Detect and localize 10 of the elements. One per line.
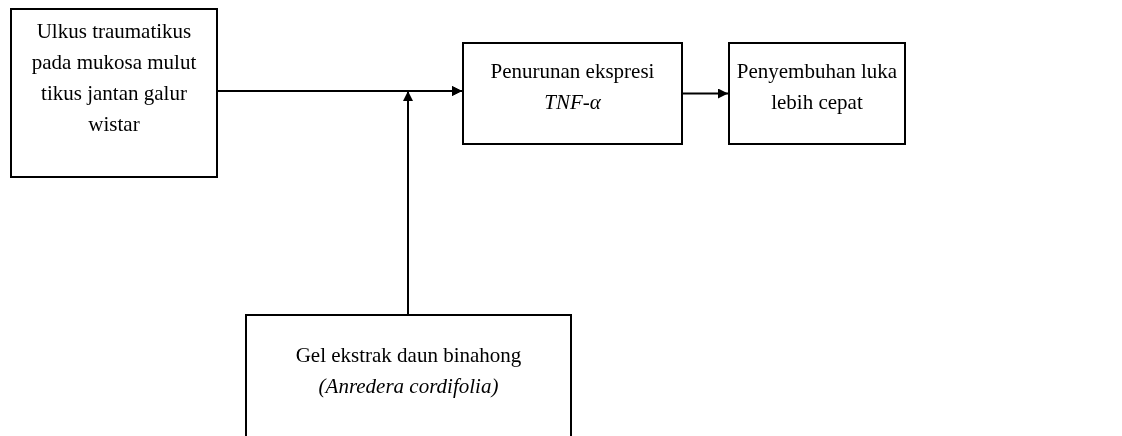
box-label: Ulkus traumatikus pada mukosa mulut tikus jantan galur wistar — [30, 18, 198, 138]
box-label: Penyembuhan luka lebih cepat — [736, 58, 898, 116]
box-label: Gel ekstrak daun binahong (Anredera cordifolia) — [294, 342, 523, 400]
process-box — [10, 8, 218, 178]
process-box — [728, 42, 906, 145]
arrow — [682, 88, 729, 99]
box-label: Penurunan ekspresi TNF-α — [489, 58, 656, 116]
process-box — [245, 314, 572, 436]
arrow — [403, 86, 463, 315]
process-box — [462, 42, 683, 145]
